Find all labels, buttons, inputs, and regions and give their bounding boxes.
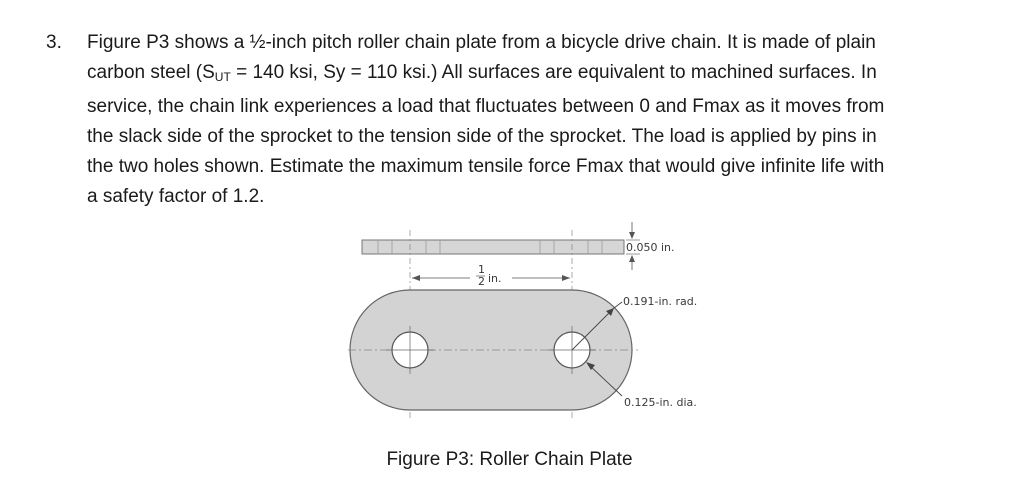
chain-plate-figure: 0.050 in. 1 2 in.	[340, 218, 740, 418]
thickness-label: 0.050 in.	[626, 241, 675, 254]
hole-leader: 0.125-in. dia.	[586, 362, 697, 409]
problem-line-1: Figure P3 shows a ½-inch pitch roller ch…	[87, 32, 876, 53]
chain-plate-drawing: 0.050 in. 1 2 in.	[348, 222, 697, 418]
pitch-label-num: 1	[478, 263, 485, 276]
problem-line-2: carbon steel (SUT = 140 ksi, Sy = 110 ks…	[87, 58, 992, 92]
problem-line-5: the two holes shown. Estimate the maximu…	[87, 156, 885, 177]
problem-text: Figure P3 shows a ½-inch pitch roller ch…	[87, 28, 992, 212]
line2-pre: carbon steel (S	[87, 62, 215, 83]
radius-label: 0.191-in. rad.	[623, 295, 697, 308]
pitch-label-unit: in.	[488, 272, 502, 285]
problem-line-4: the slack side of the sprocket to the te…	[87, 126, 877, 147]
problem-line-3: service, the chain link experiences a lo…	[87, 96, 885, 117]
figure-caption: Figure P3: Roller Chain Plate	[386, 449, 633, 470]
line2-post: = 140 ksi, Sy = 110 ksi.) All surfaces a…	[230, 62, 877, 83]
thickness-dimension: 0.050 in.	[626, 222, 675, 270]
problem-number: 3.	[46, 32, 62, 53]
plate-front-view	[348, 289, 638, 411]
radius-leader: 0.191-in. rad.	[571, 295, 697, 351]
pitch-label-den: 2	[478, 275, 485, 288]
sut-subscript: UT	[214, 70, 231, 84]
pitch-dimension: 1 2 in.	[412, 263, 570, 288]
plate-edge-view	[361, 239, 625, 255]
hole-diameter-label: 0.125-in. dia.	[624, 396, 697, 409]
problem-line-6: a safety factor of 1.2.	[87, 186, 265, 207]
